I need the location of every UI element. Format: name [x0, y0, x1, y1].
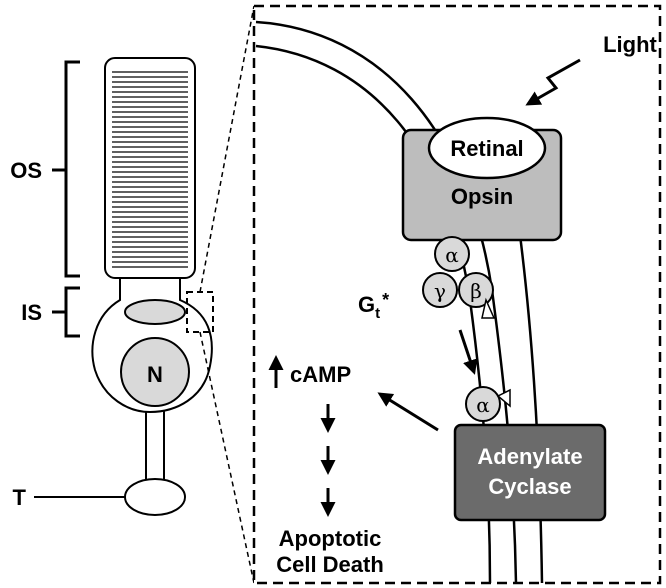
adenylate-label-line2: Cyclase	[488, 474, 571, 499]
g-beta-symbol: β	[470, 279, 482, 303]
adenylate-label-line1: Adenylate	[477, 444, 582, 469]
g-beta-anchor	[481, 297, 496, 319]
is-bracket	[52, 286, 80, 338]
membrane-right-wall	[518, 234, 544, 584]
inset-panel: Light Opsin Retinal α γ β Gt* α Adenylat…	[252, 4, 662, 585]
adenylate-cyclase-box	[453, 423, 607, 522]
outer-segment	[104, 57, 196, 279]
retinal-label: Retinal	[450, 136, 523, 161]
light-label: Light	[603, 32, 657, 57]
disc-stack	[112, 71, 188, 268]
g-beta-subunit	[458, 272, 494, 308]
g-alpha-subunit	[434, 236, 470, 272]
nucleus	[120, 337, 190, 407]
rod-cell: N	[91, 57, 214, 516]
g-gamma-symbol: γ	[434, 279, 446, 303]
gt-star: *	[382, 290, 389, 310]
ellipsoid	[124, 299, 186, 325]
retinal-ellipse	[427, 116, 547, 180]
nucleus-label: N	[147, 362, 163, 387]
g-alpha-bound-symbol: α	[476, 393, 490, 417]
os-bracket	[52, 60, 80, 278]
os-label: OS	[10, 158, 42, 183]
gt-subscript: t	[375, 305, 380, 322]
camp-label: cAMP	[290, 362, 351, 387]
g-alpha-symbol: α	[445, 243, 459, 267]
g-gamma-subunit	[422, 272, 458, 308]
axon	[145, 411, 165, 480]
arrow-cyclase-to-camp	[377, 392, 439, 432]
gt-base: G	[358, 292, 375, 317]
light-squiggle	[525, 58, 581, 106]
terminal-label: T	[13, 485, 27, 510]
gt-star-label: Gt*	[358, 290, 389, 322]
outcome-label-line2: Cell Death	[276, 552, 384, 577]
arrow-gt-to-alpha	[458, 329, 478, 375]
g-alpha-bound	[465, 386, 501, 422]
segment-brackets: OS IS T	[10, 60, 125, 510]
g-alpha-anchor	[496, 388, 511, 408]
is-label: IS	[21, 300, 42, 325]
outcome-label-line1: Apoptotic	[279, 526, 382, 551]
synaptic-terminal	[124, 478, 186, 516]
zoom-connectors	[199, 5, 255, 584]
opsin-label: Opsin	[451, 184, 513, 209]
